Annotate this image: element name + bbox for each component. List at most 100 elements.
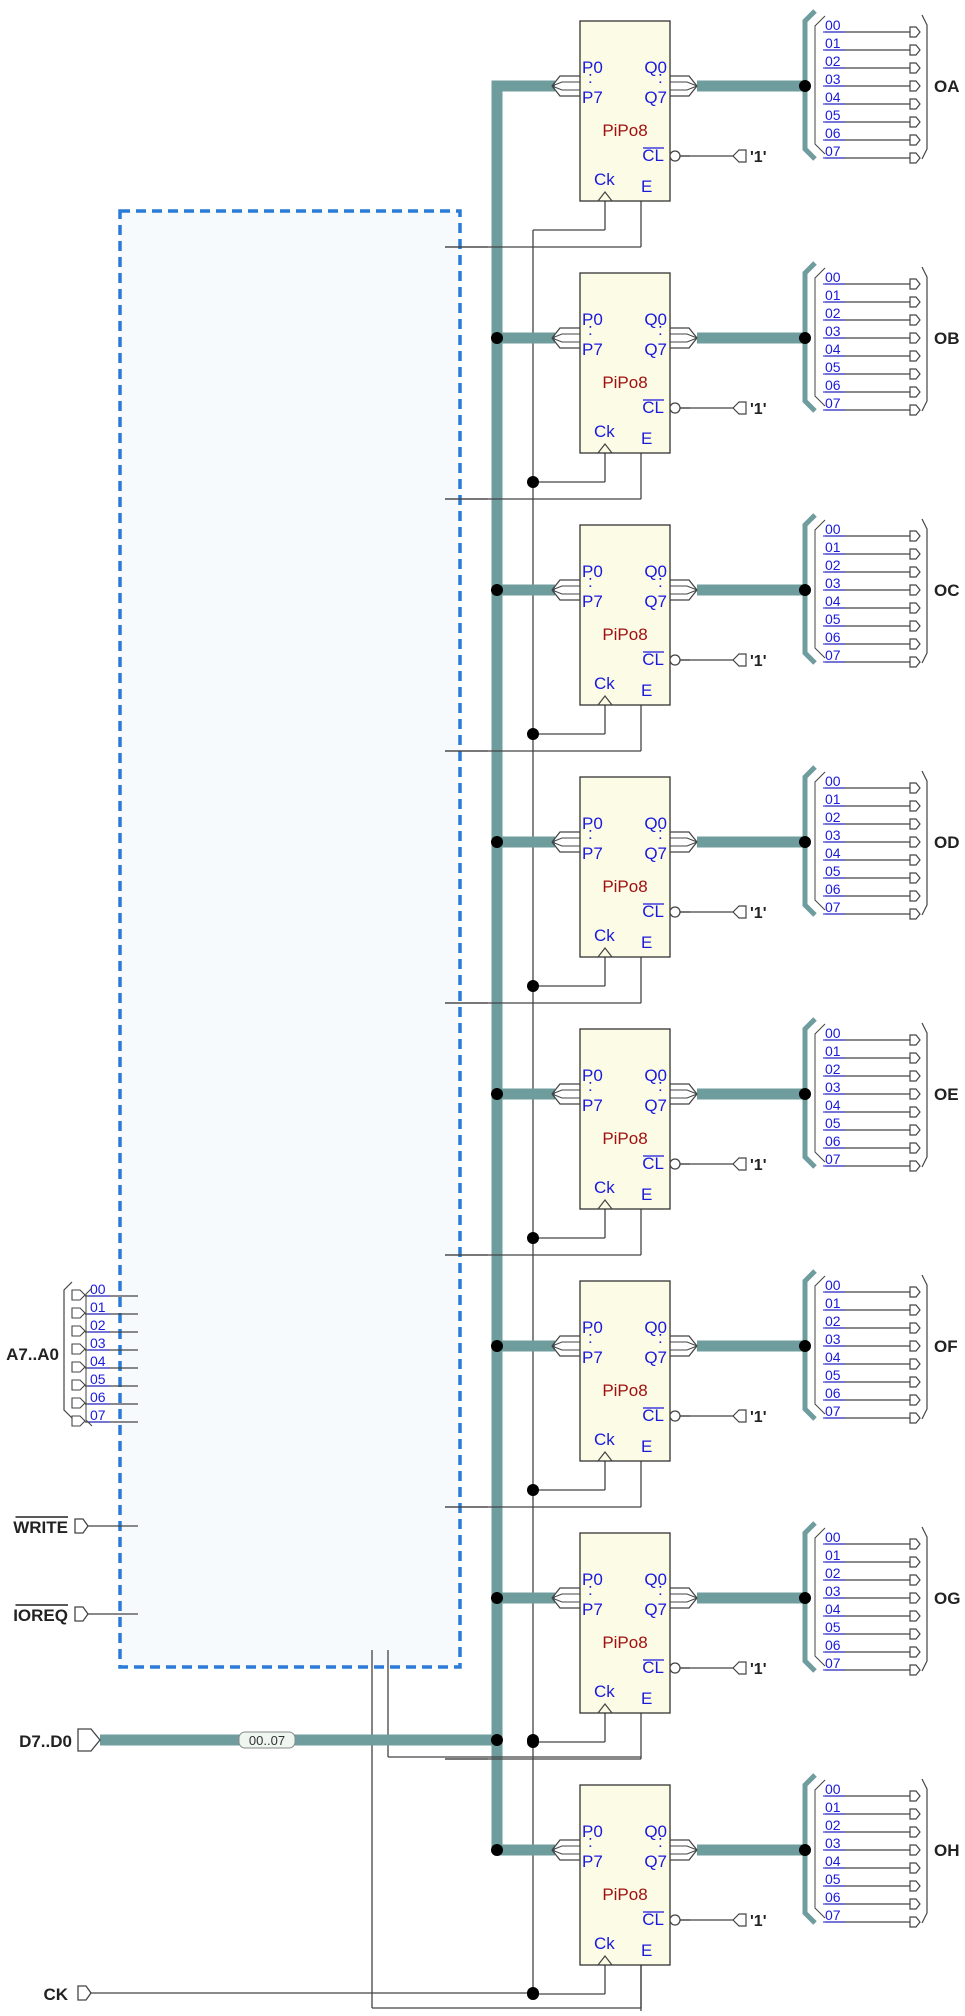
output-bit-label: 04	[825, 1601, 841, 1617]
pin-q0-label: Q0	[644, 1066, 667, 1085]
const-one-label: '1'	[750, 1409, 767, 1426]
clock-junction-dot	[527, 476, 539, 488]
fan-line	[670, 1839, 698, 1851]
clock-junction-dot	[527, 980, 539, 992]
address-pin-connector	[71, 1325, 86, 1337]
pin-clock-label: Ck	[594, 1430, 615, 1449]
const-one-label: '1'	[750, 653, 767, 670]
output-fan-bracket	[670, 75, 698, 97]
output-bit-label: 04	[825, 1853, 841, 1869]
bus-junction-dot	[491, 1592, 503, 1604]
register-type-label: PiPo8	[602, 121, 647, 140]
pin-dots-label: :	[658, 1580, 663, 1599]
output-pin-connector	[909, 890, 921, 902]
fan-line	[670, 81, 698, 87]
input-fan-bracket	[551, 1587, 580, 1609]
output-pin-connector	[909, 332, 921, 344]
fan-line	[551, 837, 580, 843]
fan-line	[551, 337, 580, 349]
pin-enable-label: E	[641, 177, 652, 196]
address-bit-label: 03	[90, 1335, 106, 1351]
output-brace	[921, 14, 928, 160]
output-pin-connector	[909, 620, 921, 632]
output-bit-label: 04	[825, 845, 841, 861]
output-bit-label: 04	[825, 1349, 841, 1365]
address-bit-label: 07	[90, 1407, 106, 1423]
output-pin-connector	[909, 872, 921, 884]
fan-line	[670, 589, 698, 595]
clock-input-label: CK	[43, 1985, 68, 2004]
fan-line	[551, 585, 580, 591]
output-bit-label: 07	[825, 899, 841, 915]
output-brace	[921, 770, 928, 916]
output-bus-bracket-inner	[814, 771, 826, 911]
fan-line	[670, 837, 698, 843]
output-bit-label: 02	[825, 305, 841, 321]
const-one-label: '1'	[750, 1661, 767, 1678]
output-bit-label: 07	[825, 1907, 841, 1923]
input-fan-bracket	[551, 579, 580, 601]
bus-junction-dot	[491, 836, 503, 848]
ioreq-connector	[74, 1606, 89, 1622]
address-bit-label: 00	[90, 1281, 106, 1297]
pin-dots-label: :	[658, 824, 663, 843]
pin-q7-label: Q7	[644, 1600, 667, 1619]
address-brace	[63, 1281, 73, 1419]
output-port-label: OH	[934, 1841, 960, 1860]
pin-dots-label: :	[588, 1328, 593, 1347]
fan-line	[551, 589, 580, 601]
pin-clock-label: Ck	[594, 1178, 615, 1197]
pin-p0-label: P0	[582, 1570, 603, 1589]
output-bus-bracket-inner	[814, 519, 826, 659]
input-fan-bracket	[551, 1083, 580, 1105]
fan-line	[551, 333, 580, 339]
output-bit-label: 01	[825, 1043, 841, 1059]
address-pin-connector	[71, 1343, 86, 1355]
fan-line	[551, 841, 580, 847]
output-pin-connector	[909, 1646, 921, 1658]
address-bit-label: 06	[90, 1389, 106, 1405]
output-pin-connector	[909, 818, 921, 830]
output-pin-connector	[909, 386, 921, 398]
pin-q7-label: Q7	[644, 1348, 667, 1367]
write-connector	[74, 1518, 89, 1534]
const-connector	[732, 149, 747, 163]
bus-junction-dot	[491, 1340, 503, 1352]
clock-junction-dot	[527, 1232, 539, 1244]
data-bus-tag: 00..07	[249, 1733, 285, 1748]
pin-p7-label: P7	[582, 844, 603, 863]
output-bit-label: 05	[825, 1367, 841, 1383]
output-bus-dot	[799, 332, 811, 344]
output-bit-label: 05	[825, 611, 841, 627]
fan-line	[551, 75, 580, 87]
clear-bubble	[669, 1662, 681, 1674]
output-pin-connector	[909, 782, 921, 794]
output-pin-connector	[909, 1088, 921, 1100]
output-pin-connector	[909, 26, 921, 38]
pin-enable-label: E	[641, 429, 652, 448]
pin-enable-label: E	[641, 1941, 652, 1960]
output-bus-bracket-inner	[814, 1527, 826, 1667]
output-pin-connector	[909, 1826, 921, 1838]
output-pin-connector	[909, 1862, 921, 1874]
output-bit-label: 00	[825, 17, 841, 33]
const-connector	[732, 1913, 747, 1927]
output-brace	[921, 266, 928, 412]
output-bus-dot	[799, 584, 811, 596]
output-bit-label: 03	[825, 575, 841, 591]
output-port-label: OD	[934, 833, 960, 852]
output-bit-label: 03	[825, 323, 841, 339]
output-pin-connector	[909, 404, 921, 416]
output-pin-connector	[909, 80, 921, 92]
fan-line	[670, 831, 698, 843]
pin-clear-label: CL	[642, 1154, 664, 1173]
const-one-label: '1'	[750, 401, 767, 418]
fan-line	[551, 81, 580, 87]
output-pin-connector	[909, 116, 921, 128]
fan-line	[551, 1597, 580, 1603]
fan-line	[670, 1335, 698, 1347]
clock-triangle	[597, 1955, 613, 1966]
output-pin-connector	[909, 854, 921, 866]
input-fan-bracket	[551, 1839, 580, 1861]
pin-enable-label: E	[641, 1437, 652, 1456]
